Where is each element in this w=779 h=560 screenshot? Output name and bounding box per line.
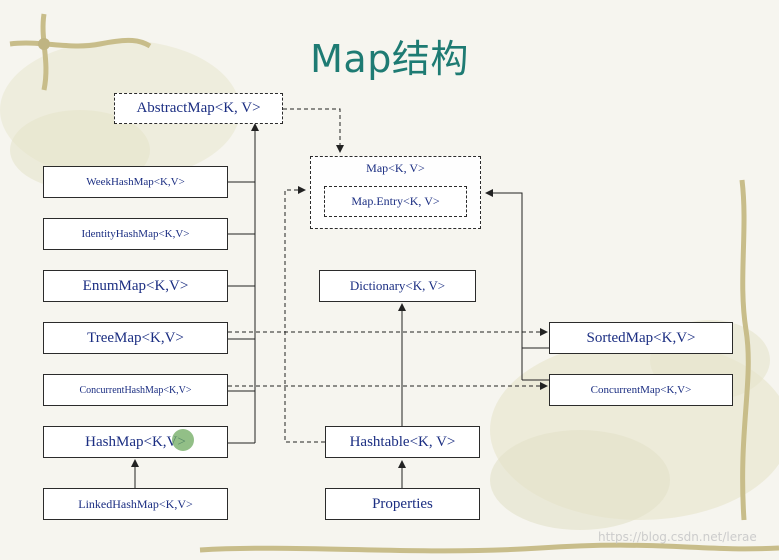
node-concurrent-map: ConcurrentMap<K,V> bbox=[549, 374, 733, 406]
node-tree-map: TreeMap<K,V> bbox=[43, 322, 228, 354]
node-hashtable: Hashtable<K, V> bbox=[325, 426, 480, 458]
node-hash-map: HashMap<K,V> bbox=[43, 426, 228, 458]
node-abstract-map: AbstractMap<K, V> bbox=[114, 93, 283, 124]
mouse-pointer-highlight bbox=[172, 429, 194, 451]
node-concurrent-hash-map: ConcurrentHashMap<K,V> bbox=[43, 374, 228, 406]
node-dictionary: Dictionary<K, V> bbox=[319, 270, 476, 302]
slide-title: Map结构 bbox=[310, 37, 469, 81]
node-week-hash-map: WeekHashMap<K,V> bbox=[43, 166, 228, 198]
node-enum-map: EnumMap<K,V> bbox=[43, 270, 228, 302]
node-properties: Properties bbox=[325, 488, 480, 520]
node-map-entry: Map.Entry<K, V> bbox=[324, 186, 467, 217]
watermark-text: https://blog.csdn.net/lerae bbox=[598, 530, 757, 544]
node-identity-hash-map: IdentityHashMap<K,V> bbox=[43, 218, 228, 250]
node-sorted-map: SortedMap<K,V> bbox=[549, 322, 733, 354]
node-linked-hash-map: LinkedHashMap<K,V> bbox=[43, 488, 228, 520]
